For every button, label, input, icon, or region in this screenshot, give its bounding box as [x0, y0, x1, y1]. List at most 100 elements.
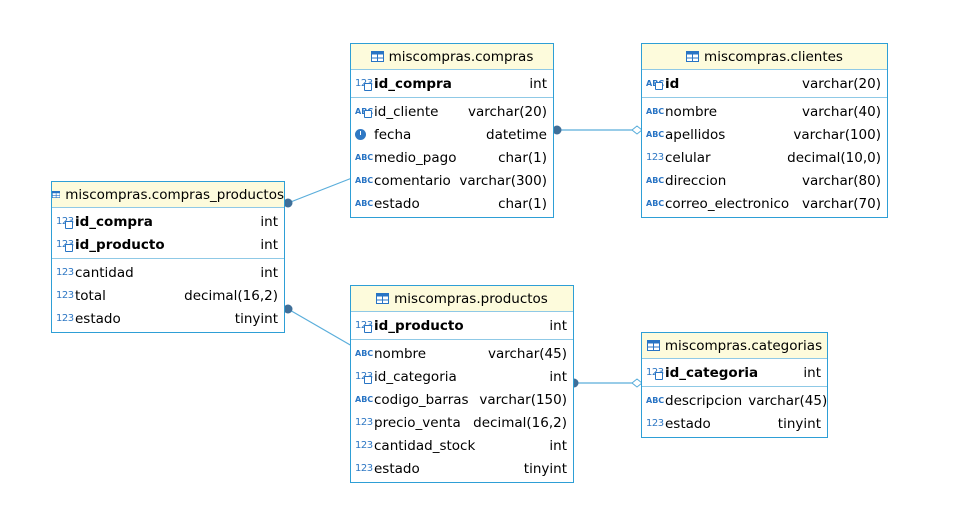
column-type: char(1): [498, 195, 547, 212]
column-type: varchar(20): [467, 103, 547, 120]
num-icon: 123: [355, 416, 373, 428]
column-name: descripcion: [665, 392, 743, 409]
column-type: varchar(20): [801, 75, 881, 92]
key-num-icon: 123: [56, 238, 74, 252]
key-abc-icon: ABC: [646, 78, 665, 90]
column-type: int: [549, 368, 567, 385]
column-type: tinyint: [777, 415, 821, 432]
column-name: direccion: [665, 172, 727, 189]
abc-icon: ABC: [355, 348, 374, 358]
abc-icon: ABC: [355, 394, 374, 404]
column-type: int: [549, 317, 567, 334]
column-name: comentario: [374, 172, 451, 189]
table-title: miscompras.compras: [388, 48, 534, 65]
abc-icon: ABC: [646, 395, 665, 405]
num-icon: 123: [646, 151, 664, 163]
column-name: cantidad_stock: [374, 437, 476, 454]
abc-icon: ABC: [355, 152, 374, 162]
table-icon: [376, 293, 390, 304]
column-name: celular: [665, 149, 711, 166]
column-name: nombre: [374, 345, 427, 362]
column-type: varchar(40): [801, 103, 881, 120]
column-type: tinyint: [523, 460, 567, 477]
column-type: char(1): [498, 149, 547, 166]
column-name: id_categoria: [374, 368, 457, 385]
key-num-icon: 123: [56, 215, 74, 229]
key-abc-icon: ABC: [355, 106, 374, 118]
column-type: int: [803, 364, 821, 381]
table-icon: [646, 340, 660, 351]
num-icon: 123: [355, 462, 373, 474]
key-num-icon: 123: [355, 77, 373, 91]
column-name: precio_venta: [374, 414, 461, 431]
num-icon: 123: [646, 417, 664, 429]
link-compras-productos-to-productos: [287, 308, 353, 347]
key-num-icon: 123: [646, 366, 664, 380]
table-title: miscompras.clientes: [704, 48, 843, 65]
link-compras-productos-to-compras: [287, 177, 353, 204]
abc-icon: ABC: [646, 129, 665, 139]
column-type: int: [260, 236, 278, 253]
column-name: nombre: [665, 103, 718, 120]
column-name: apellidos: [665, 126, 726, 143]
column-type: varchar(100): [793, 126, 881, 143]
column-type: decimal(10,0): [787, 149, 881, 166]
abc-icon: ABC: [355, 175, 374, 185]
link-end-dot: [283, 198, 293, 208]
column-type: varchar(150): [479, 391, 567, 408]
column-name: estado: [374, 195, 420, 212]
column-type: varchar(70): [801, 195, 881, 212]
column-type: decimal(16,2): [184, 287, 278, 304]
abc-icon: ABC: [646, 198, 665, 208]
table-title: miscompras.productos: [394, 290, 548, 307]
abc-icon: ABC: [646, 175, 665, 185]
table-title: miscompras.categorias: [664, 337, 823, 354]
column-type: int: [549, 437, 567, 454]
column-name: id: [665, 75, 680, 92]
link-end-dot: [552, 125, 562, 135]
table-title: miscompras.compras_productos: [65, 186, 284, 203]
key-num-icon: 123: [355, 319, 373, 333]
column-type: tinyint: [234, 310, 278, 327]
column-type: int: [529, 75, 547, 92]
column-type: decimal(16,2): [473, 414, 567, 431]
num-icon: 123: [56, 312, 74, 324]
